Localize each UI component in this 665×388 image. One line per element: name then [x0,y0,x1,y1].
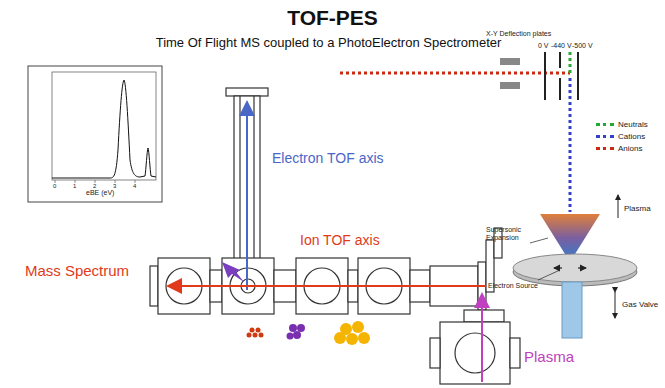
voltage-label: -500 V [572,42,593,50]
legend-text: Cations [618,132,645,141]
tick-label: 2 [93,183,96,190]
legend-text: Anions [618,144,642,153]
spectrum-inset [28,66,162,202]
legend-swatch [596,123,614,126]
voltage-label: 0 V [538,42,549,50]
legend-text: Neutrals [618,120,648,129]
source-schematic [340,52,637,338]
part-name: X-Y Deflection plates [486,30,551,38]
plasma-arrow [481,296,483,382]
input-label: Plasma [524,348,574,365]
voltage-label: -440 V [551,42,572,50]
tick-label: 0 [53,183,56,190]
legend-swatch [596,135,614,138]
part-name: Supersonic Expansion [486,226,546,242]
title: TOF-PES [0,6,665,30]
tick-label: 4 [133,183,136,190]
legend-row: Anions [596,144,642,153]
legend-swatch [596,147,614,150]
output-label: Mass Spectrum [22,262,132,279]
laser-flash [222,262,244,282]
legend-row: Cations [596,132,645,141]
part-name: Plasma [624,204,651,213]
axis-title: eBE (eV) [86,189,114,197]
ion-axis-arrow [170,285,486,287]
legend-row: Neutrals [596,120,648,129]
part-name: Electron Source [488,282,538,290]
axis-label: Electron TOF axis [272,150,384,166]
ion-chambers [150,228,520,384]
cluster-dots [247,321,371,345]
tick-label: 3 [113,183,116,190]
electron-axis-arrow [246,104,248,290]
part-name: Gas Valve [622,300,658,309]
tick-label: 1 [73,183,76,190]
axis-label: Ion TOF axis [300,232,380,248]
